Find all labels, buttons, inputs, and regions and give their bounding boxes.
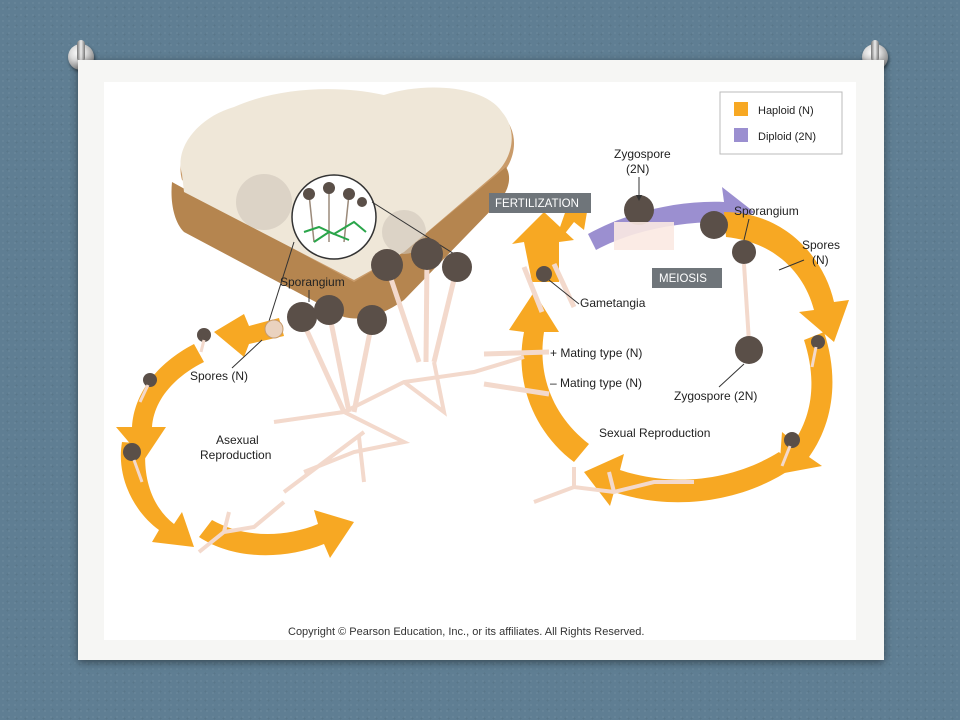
zygospore-top-ploidy: (2N) [626, 162, 649, 176]
legend-swatch-diploid [734, 128, 748, 142]
fertilization-label: FERTILIZATION [495, 198, 579, 210]
zygospore-top-label: Zygospore [614, 147, 671, 161]
plus-mating-type-label: + Mating type (N) [550, 346, 642, 360]
gametangia-label: Gametangia [580, 296, 646, 310]
spores-right-ploidy: (N) [812, 253, 829, 267]
sporangia-cluster [273, 238, 550, 494]
spores-right-label: Spores [802, 238, 840, 252]
minus-mating-type-label: – Mating type (N) [550, 376, 642, 390]
meiosis-label: MEIOSIS [659, 273, 707, 285]
legend-label-diploid: Diploid (2N) [758, 131, 816, 143]
legend-label-haploid: Haploid (N) [758, 105, 814, 117]
magnified-mold-view [263, 174, 460, 338]
meiosis-box: MEIOSIS [652, 268, 722, 288]
legend-swatch-haploid [734, 102, 748, 116]
sexual-reproduction-label: Sexual Reproduction [599, 426, 710, 440]
spore-left [264, 319, 284, 339]
spores-left-label: Spores (N) [190, 369, 248, 383]
asexual-label-line1: Asexual [216, 433, 259, 447]
sporangium-right-label: Sporangium [734, 204, 799, 218]
zygospore-bottom-label: Zygospore (2N) [674, 389, 757, 403]
asexual-label-line2: Reproduction [200, 448, 271, 462]
life-cycle-diagram: Haploid (N) Diploid (2N) FERTILIZATION M… [104, 82, 856, 640]
legend: Haploid (N) Diploid (2N) [719, 91, 843, 155]
germinating-spores-left [123, 328, 286, 554]
copyright-notice: Copyright © Pearson Education, Inc., or … [288, 626, 644, 638]
fertilization-box: FERTILIZATION [489, 193, 591, 213]
sexual-structures [521, 195, 825, 504]
sporangium-left-label: Sporangium [280, 275, 345, 289]
